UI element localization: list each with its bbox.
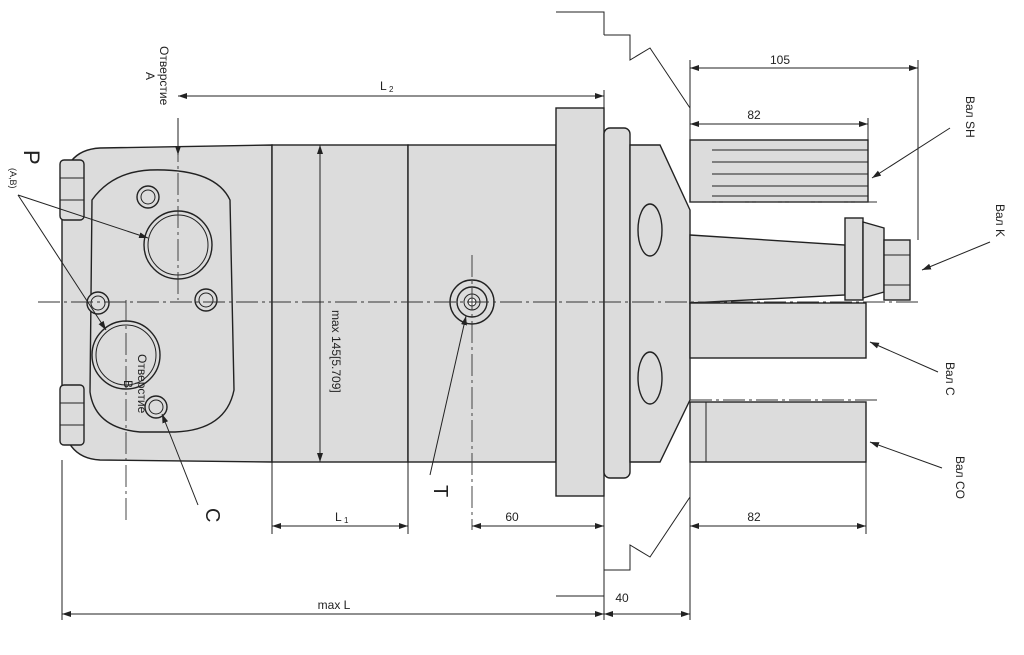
dim-l1-label: L [335, 510, 342, 524]
shaft-sh-label: Вал SH [963, 96, 977, 138]
shaft-sh-splined [689, 139, 869, 203]
dim-82-bottom-label: 82 [747, 510, 761, 524]
c-port-label: C [201, 508, 223, 522]
dim-60-label: 60 [505, 510, 519, 524]
port-b-label-line1: Отверстие [135, 354, 149, 414]
shaft-c-label: Вал C [943, 362, 957, 396]
mounting-holes [86, 185, 218, 419]
pressure-port-sublabel: (A,B) [8, 168, 18, 189]
dim-max145-label: max 145[5.709] [329, 310, 343, 393]
dimensions [61, 60, 919, 620]
shaft-co-label: Вал CO [953, 456, 967, 499]
dim-l2-subscript: 2 [389, 85, 394, 94]
dim-40-label: 40 [615, 591, 629, 605]
dim-l1-subscript: 1 [344, 516, 349, 525]
shaft-k-tapered [689, 217, 911, 304]
shaft-co-cylindrical [689, 401, 867, 463]
port-b-label-line2: B [121, 380, 135, 388]
pressure-port-label: P [19, 150, 44, 165]
t-port-label: T [429, 485, 451, 497]
dim-l2-label: L [380, 79, 387, 93]
dim-82-top-label: 82 [747, 108, 761, 122]
port-a-label-line2: A [143, 72, 157, 80]
port-a-label-line1: Отверстие [157, 46, 171, 106]
leader-lines [17, 118, 991, 506]
shaft-k-label: Вал K [993, 204, 1007, 237]
dim-max-l-label: max L [318, 598, 351, 612]
center-lines [38, 140, 918, 530]
dim-105-label: 105 [770, 53, 790, 67]
shaft-c-cylindrical [689, 302, 867, 359]
